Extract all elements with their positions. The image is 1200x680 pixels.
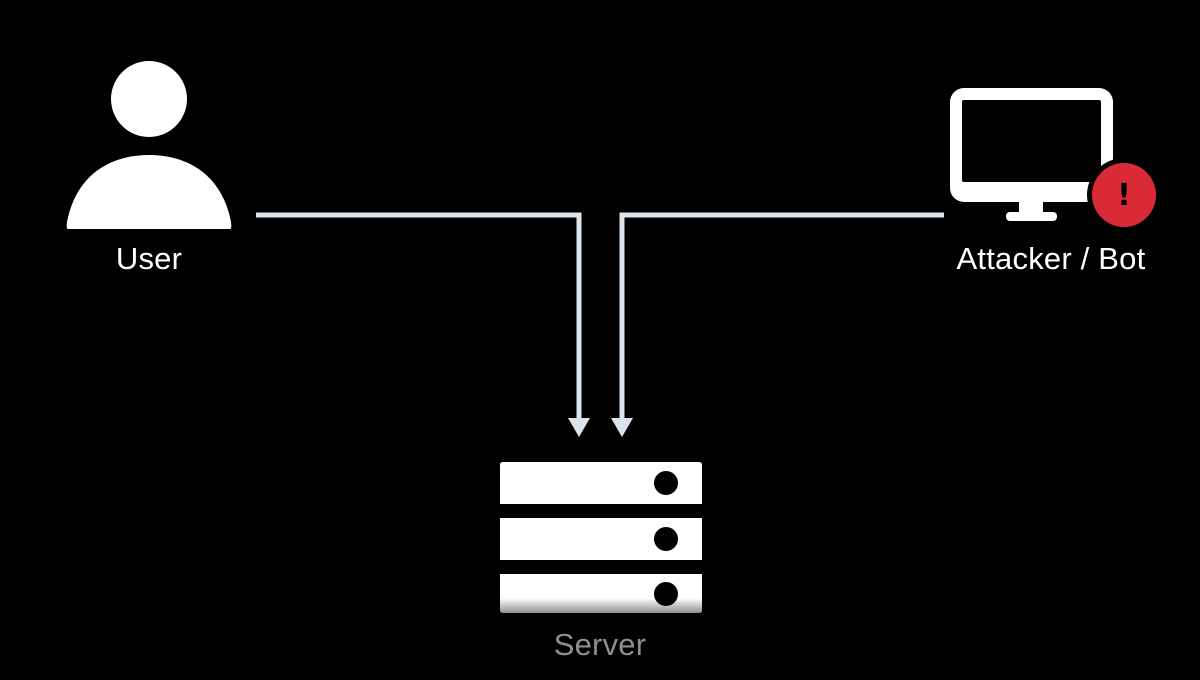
arrowhead (611, 418, 633, 437)
user-label: User (115, 241, 183, 276)
server-label: Server (553, 627, 647, 662)
server-icon (500, 462, 702, 613)
user-icon (66, 61, 232, 229)
connector-attacker-to-server (611, 212, 944, 437)
computer-icon (950, 88, 1113, 221)
connector-user-to-server (256, 212, 590, 437)
alert-icon: ! (1087, 158, 1161, 232)
arrowhead (568, 418, 590, 437)
attacker-label: Attacker / Bot (956, 241, 1146, 276)
alert-badge-text: ! (1117, 178, 1131, 213)
